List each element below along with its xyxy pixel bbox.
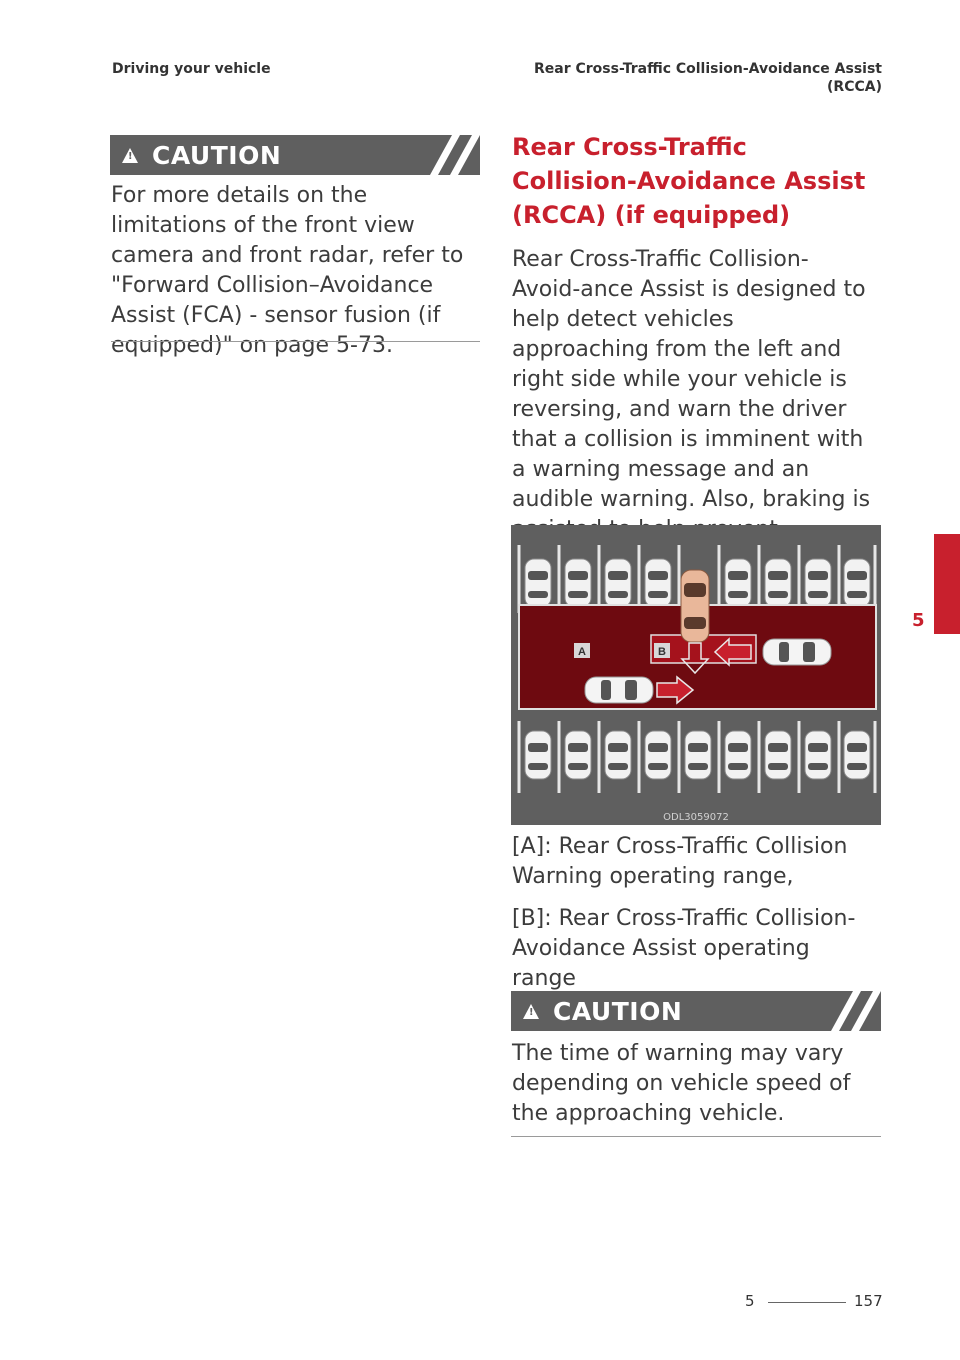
- figure-code: ODL3059072: [663, 812, 729, 823]
- caution-banner-left: CAUTION: [110, 135, 480, 175]
- caution-divider-right: [511, 1136, 881, 1137]
- caution-banner-right: CAUTION: [511, 991, 881, 1031]
- chapter-side-number: 5: [912, 610, 925, 631]
- label-b-box: [654, 643, 670, 658]
- footer-divider: [768, 1302, 846, 1303]
- intro-paragraph: Rear Cross-Traffic Collision-Avoid-ance …: [512, 247, 871, 572]
- bottom-parking-lines: [517, 721, 877, 793]
- running-header-right: Rear Cross-Traffic Collision-Avoidance A…: [534, 60, 882, 96]
- caption-b: [B]: Rear Cross-Traffic Collision-Avoida…: [512, 906, 856, 991]
- approach-arrow-left-icon: [713, 637, 752, 667]
- caution-divider-left: [111, 341, 480, 342]
- caution-label: CAUTION: [553, 996, 683, 1026]
- caution-label: CAUTION: [152, 140, 282, 170]
- warning-triangle-icon: [523, 1003, 539, 1019]
- top-parking-lines: [517, 545, 877, 613]
- running-header-right-line1: Rear Cross-Traffic Collision-Avoidance A…: [534, 61, 882, 77]
- caution-text-right: The time of warning may vary depending o…: [512, 1041, 851, 1126]
- footer-chapter: 5: [745, 1292, 755, 1310]
- section-title: Rear Cross-Traffic Collision-Avoidance A…: [512, 133, 866, 229]
- reverse-arrow-icon: [680, 642, 710, 675]
- label-a: A: [578, 646, 586, 658]
- running-header-right-line2: (RCCA): [827, 79, 882, 95]
- caption-a: [A]: Rear Cross-Traffic Collision Warnin…: [512, 834, 848, 889]
- approach-arrow-right-icon: [656, 675, 695, 705]
- chapter-side-tab: [934, 534, 960, 634]
- reversing-vehicle: [680, 569, 710, 643]
- approaching-car-left: [584, 676, 654, 704]
- caution-slashes-icon: [831, 991, 881, 1031]
- label-a-box: [574, 643, 590, 658]
- approaching-car-right: [762, 638, 832, 666]
- caution-text-left: For more details on the limitations of t…: [111, 183, 464, 358]
- footer-page-number: 157: [854, 1292, 883, 1310]
- warning-triangle-icon: [122, 147, 138, 163]
- caution-slashes-icon: [430, 135, 480, 175]
- label-b: B: [658, 646, 666, 658]
- bottom-row-cars: [524, 730, 871, 780]
- running-header-left: Driving your vehicle: [112, 61, 271, 77]
- rcca-parking-diagram: A B ODL3059072: [511, 525, 881, 825]
